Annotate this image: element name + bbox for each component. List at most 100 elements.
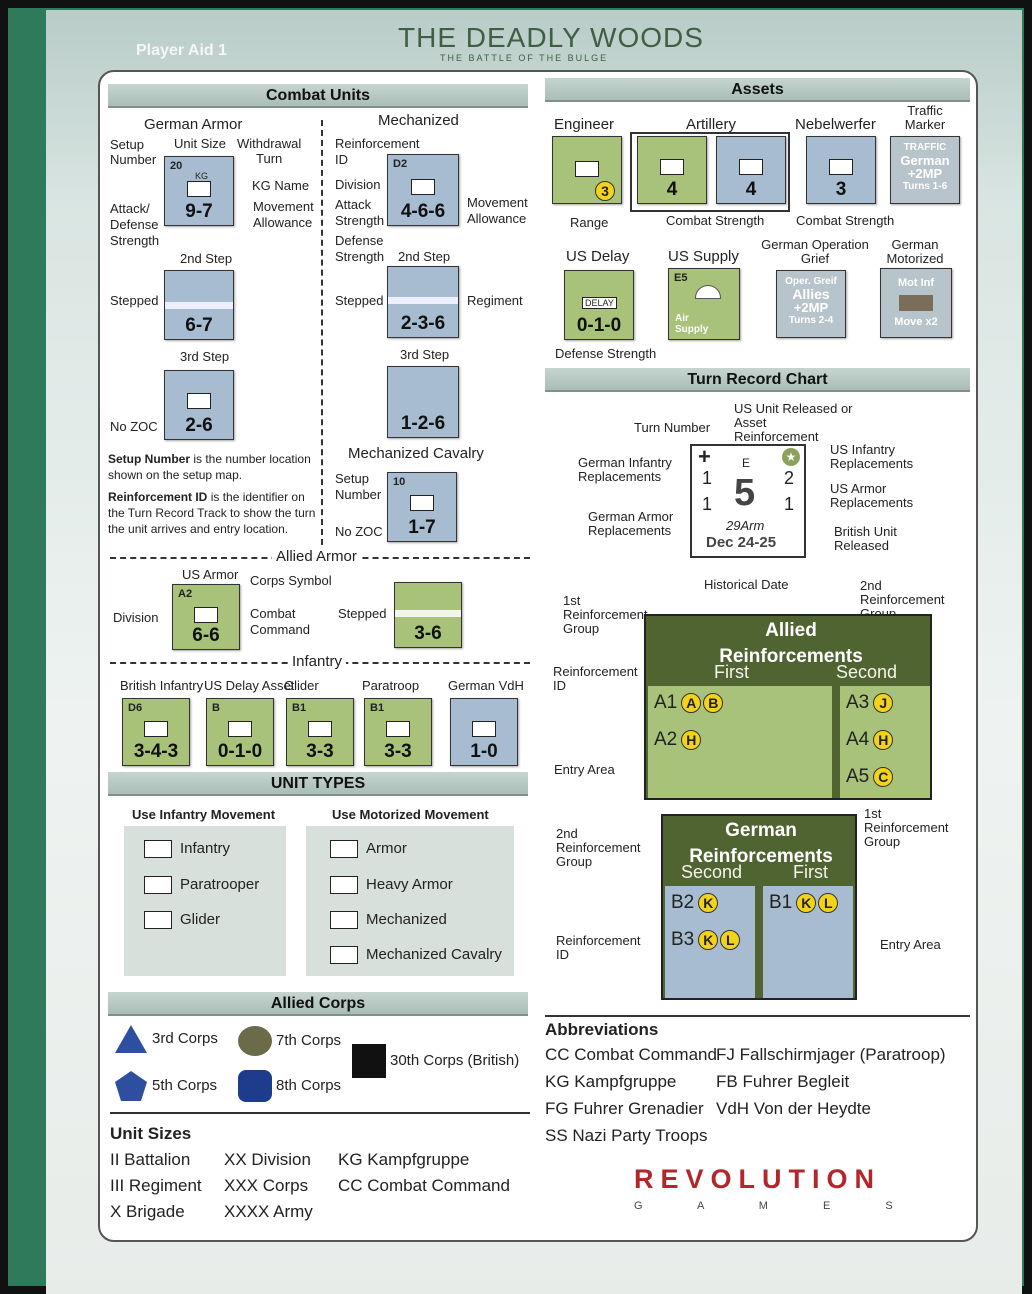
reinforcement-id: B1 — [769, 892, 793, 913]
mech-cavalry-icon — [330, 946, 358, 965]
german-inf-repl-label: German Infantry Replacements — [578, 455, 672, 484]
reinforcement-id: A1 — [654, 692, 678, 713]
attack-label: Attack — [335, 197, 372, 212]
abbrev-item: FB Fuhrer Begleit — [716, 1072, 850, 1091]
second-group-label: 2nd Reinforcement Group — [556, 826, 641, 869]
plus-icon: + — [698, 444, 711, 469]
corps-5th: 5th Corps — [114, 1070, 217, 1102]
assets-header: Assets — [545, 78, 970, 102]
setup-label: Setup — [110, 137, 144, 152]
entry-area-coin: A — [681, 692, 702, 713]
mech-cavalry-counter: 10 1-7 — [387, 472, 457, 542]
first-label: First — [793, 862, 828, 882]
german-armor-counter: 20 KG 9-7 — [164, 156, 234, 226]
stepped-stripe — [395, 610, 461, 617]
abbrev-item: KG Kampfgruppe — [545, 1072, 677, 1091]
third-step-label: 3rd Step — [400, 347, 450, 362]
publisher-logo: REVOLUTION — [634, 1164, 882, 1194]
type-label: Heavy Armor — [366, 876, 453, 893]
us-armor-label: US Armor — [182, 567, 239, 582]
abbrev-title: Abbreviations — [545, 1020, 659, 1039]
parachute-icon — [695, 285, 721, 299]
no-zoc-label: No ZOC — [335, 524, 383, 539]
combat-label: Combat — [250, 606, 296, 621]
infantry-unit-label: US Delay Asset — [204, 678, 295, 693]
entry-area-coin: H — [681, 729, 702, 750]
first-group-label: 1st Reinforcement Group — [864, 806, 949, 849]
unit-types-header: UNIT TYPES — [108, 772, 528, 796]
entry-area-coin: K — [698, 892, 719, 913]
engineer-symbol — [575, 161, 599, 177]
armor-symbol — [194, 607, 218, 623]
entry-area-coin: L — [818, 892, 839, 913]
corps-label: 8th Corps — [276, 1076, 342, 1094]
reinf-id-label: Reinforcement ID — [556, 933, 641, 962]
allowance-label: Allowance — [253, 215, 313, 230]
counter-reinforcement-id: D2 — [393, 158, 408, 170]
unit-size-label: Unit Size — [174, 136, 227, 151]
us-armor-repl-value: 1 — [784, 494, 795, 514]
second-step-label: 2nd Step — [398, 249, 451, 264]
counter-values: 3-3 — [306, 741, 334, 762]
armor-symbol — [187, 181, 211, 197]
reinf-id-label: Reinforcement ID — [553, 664, 638, 693]
infantry-symbol — [386, 721, 410, 737]
type-label: Glider — [180, 911, 221, 928]
reinforcement-id-note: Reinforcement ID is the identifier on th… — [108, 489, 320, 537]
attack-label: Attack/ — [110, 201, 150, 216]
reinforcement-label: Reinforcement — [335, 136, 420, 151]
note-term: Setup Number — [108, 452, 191, 466]
defense-strength-label: Defense Strength — [555, 346, 657, 361]
counter-values: 1-2-6 — [400, 413, 446, 434]
command-label: Command — [250, 622, 310, 637]
marker-text: Turns 2-4 — [788, 315, 834, 326]
corps-8th-icon — [238, 1070, 272, 1102]
german-motorized-label: German Motorized — [886, 237, 944, 266]
corps-30th-icon — [352, 1044, 386, 1078]
historical-date-value: Dec 24-25 — [706, 534, 777, 551]
marker-text: TRAFFIC — [903, 142, 947, 153]
type-mechanized: Mechanized — [330, 911, 447, 930]
allied-reinf-title: Allied Reinforcements — [719, 620, 863, 667]
delay-values: 0-1-0 — [576, 315, 622, 336]
range-label: Range — [570, 215, 609, 230]
infantry-symbol — [144, 721, 168, 737]
mech-cavalry-symbol — [410, 495, 434, 511]
marker-text: German — [900, 153, 950, 168]
strength-label: Strength — [110, 233, 160, 248]
type-label: Mechanized Cavalry — [366, 946, 502, 963]
star-icon: ★ — [782, 448, 800, 466]
reinforcement-id: A4 — [846, 729, 870, 750]
unit-size-item: KG Kampfgruppe — [338, 1150, 470, 1169]
e-marker: E — [742, 456, 751, 470]
counter-size: KG — [195, 171, 209, 181]
division-label: Division — [335, 177, 381, 192]
infantry-symbol — [308, 721, 332, 737]
infantry-title: Infantry — [288, 653, 347, 670]
counter-values: 2-3-6 — [400, 313, 446, 334]
stepped-label: Stepped — [338, 606, 387, 621]
abbrev-item: FG Fuhrer Grenadier — [545, 1099, 704, 1118]
unit-size-item: XX Division — [224, 1150, 311, 1169]
artillery-frame — [630, 132, 790, 212]
setup-label: Setup — [335, 471, 369, 486]
stepped-stripe — [388, 297, 458, 304]
page-title: THE DEADLY WOODS — [398, 22, 704, 53]
infantry-unit-label: German VdH — [448, 678, 524, 693]
nebelwerfer-label: Nebelwerfer — [795, 116, 876, 133]
unit-size-item: III Regiment — [110, 1176, 202, 1195]
infantry-unit-label: Glider — [284, 678, 319, 693]
type-paratrooper: Paratrooper — [144, 876, 259, 895]
counter-values: 4-6-6 — [400, 201, 446, 222]
us-unit-released-label: US Unit Released or Asset Reinforcement — [734, 401, 853, 444]
supply-id: E5 — [674, 272, 688, 284]
paratrooper-icon — [144, 876, 172, 895]
infantry-symbol — [228, 721, 252, 737]
